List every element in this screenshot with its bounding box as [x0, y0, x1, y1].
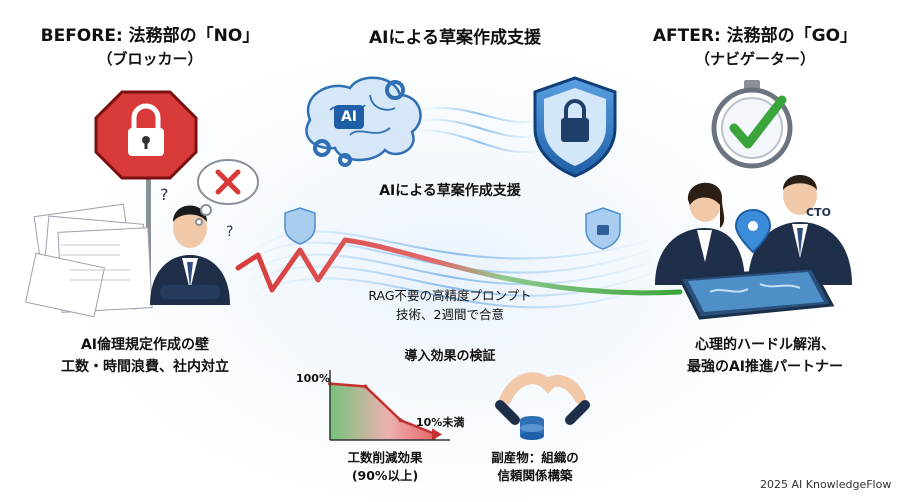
svg-text:?: ?	[226, 224, 233, 240]
small-shield-lock-icon	[585, 207, 621, 250]
chart-line	[329, 382, 437, 436]
chart-arrowhead	[432, 428, 442, 441]
small-shield-icon	[284, 207, 316, 245]
cto-label: CTO	[806, 206, 831, 219]
before-title: BEFORE: 法務部の「NO」	[40, 26, 260, 46]
map-tablet-icon	[677, 266, 835, 320]
stop-sign-icon	[94, 90, 198, 290]
after-caption-line2: 最強のAI推進パートナー	[686, 359, 844, 375]
effects-title: 導入効果の検証	[404, 349, 496, 364]
shield-lock-icon	[533, 76, 617, 178]
chart-point-2	[398, 418, 403, 423]
handshake-icon	[495, 372, 590, 425]
transition-line	[235, 237, 683, 296]
after-title: AFTER: 法務部の「GO」	[652, 26, 858, 46]
rag-line2: 技術、2週間で合意	[396, 307, 504, 322]
stopwatch-check-icon	[711, 80, 793, 169]
after-subtitle: （ナビゲーター）	[694, 50, 815, 68]
chart-caption-line2: (90%以上)	[351, 468, 419, 483]
side-caption-line1: 副産物：組織の	[491, 450, 579, 465]
footer-credit: 2025 AI KnowledgeFlow	[760, 478, 892, 491]
center-mid-label: AIによる草案作成支援	[379, 183, 521, 199]
svg-text:?: ?	[160, 185, 169, 204]
location-pin-icon	[734, 208, 772, 254]
brain-ai-label: AI	[340, 109, 358, 125]
center-title: AIによる草案作成支援	[369, 28, 541, 48]
chart-label-start: 100%	[296, 372, 330, 385]
before-subtitle: （ブロッカー）	[97, 50, 203, 68]
chart-label-end: 10%未満	[416, 416, 465, 429]
chart-area	[330, 383, 436, 440]
team-people-icon	[655, 175, 852, 285]
frustrated-person-icon	[150, 205, 230, 305]
gear-icon	[313, 80, 405, 167]
rag-line1: RAG不要の高精度プロンプト	[368, 288, 532, 303]
database-icon	[520, 416, 544, 440]
before-caption-line1: AI倫理規定作成の壁	[80, 337, 210, 353]
side-caption-line2: 信頼関係構築	[497, 468, 573, 483]
chart-point-1	[363, 384, 368, 389]
before-caption-line2: 工数・時間浪費、社内対立	[61, 359, 229, 375]
paper-stack-icon	[24, 203, 153, 318]
chart-caption-line1: 工数削減効果	[347, 450, 423, 465]
thought-bubble-x-icon: ? ?	[160, 159, 259, 240]
after-caption-line1: 心理的ハードル解消、	[695, 337, 835, 353]
